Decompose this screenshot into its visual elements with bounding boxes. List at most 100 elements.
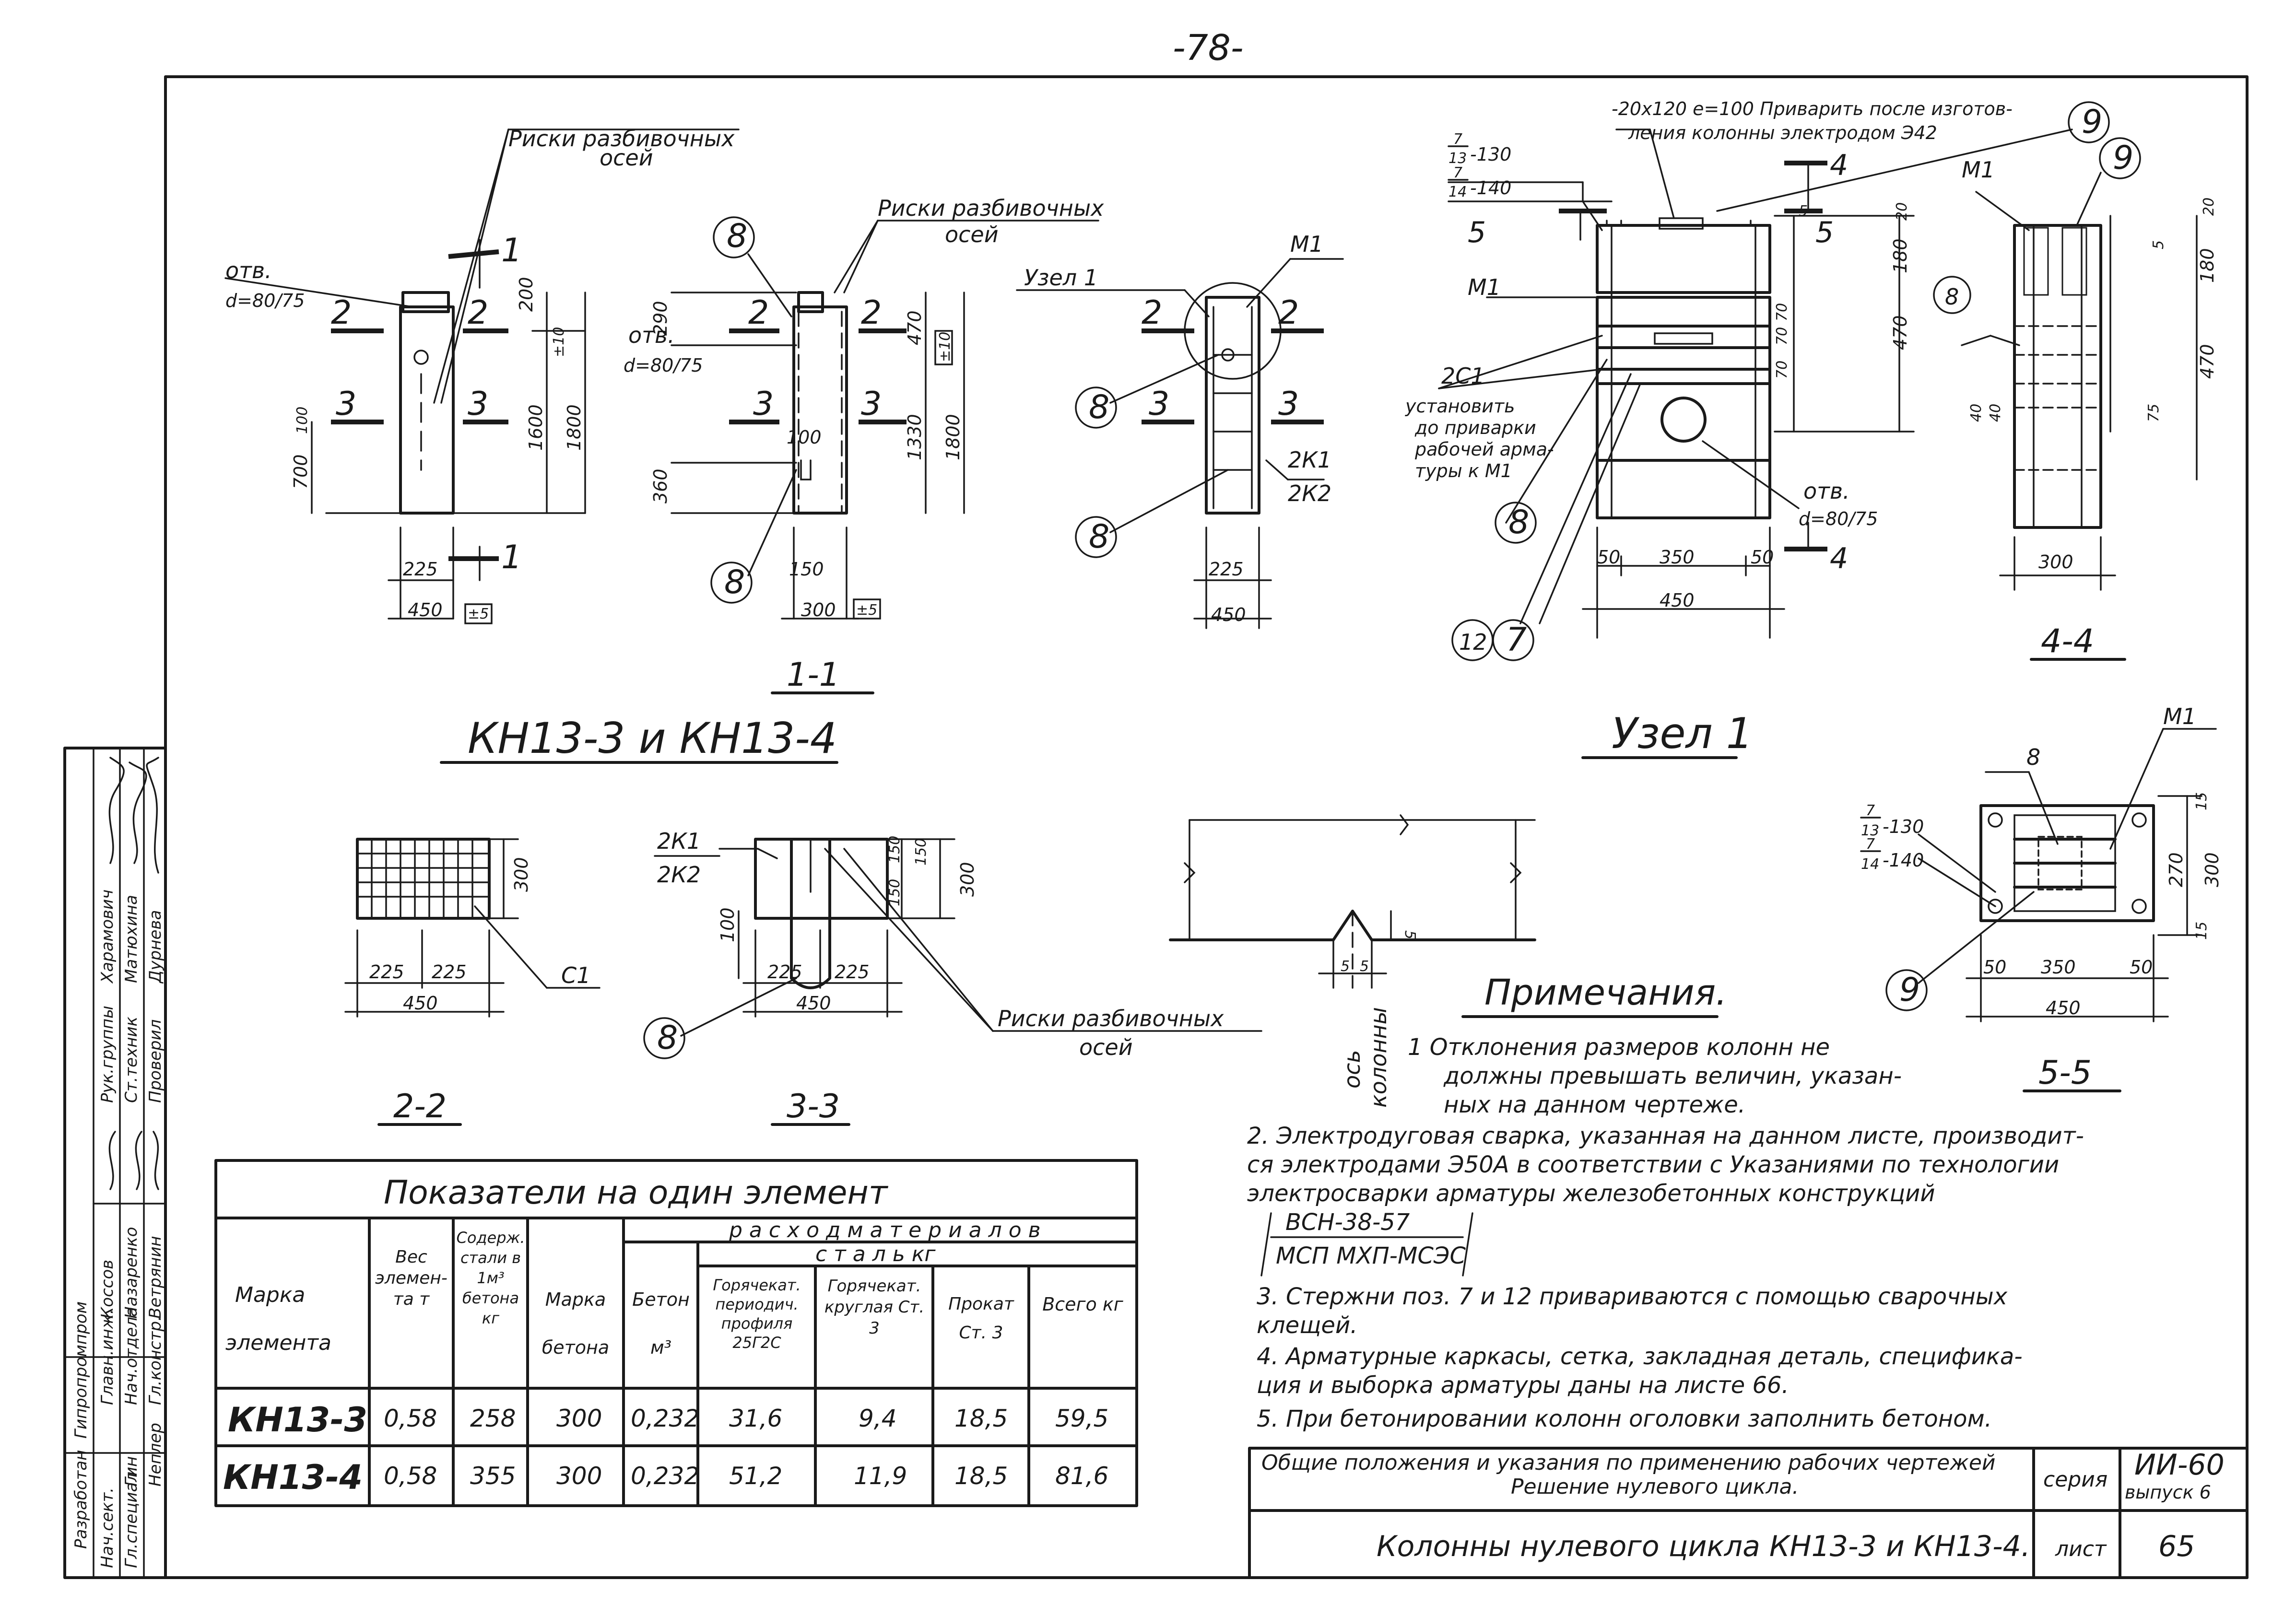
th-hot-round-box: Горячекат. круглая Ст. 3 [824,1276,924,1338]
main-title: КН13-3 и КН13-4 [468,714,837,763]
row1-concrete-mark: 300 [556,1405,602,1432]
row1-hot-periodic: 31,6 [729,1405,782,1432]
frac13-c: 13 [1861,822,1879,839]
stamp-signature-3 [146,757,159,874]
dim-470-a: 470 [904,310,925,345]
install-2: до приварки [1414,417,1536,438]
cut2-n-l: 2 [1142,294,1162,332]
section-1-1-title: 1-1 [787,656,840,694]
frac7-a: 7 [1453,131,1462,148]
frac7-c: 7 [1866,802,1875,819]
m1-label-d: М1 [2163,703,2196,729]
dim-5-a: ±5 [468,606,489,622]
note-fraction-slash-r [1462,1212,1473,1276]
stamp-role-2: Гл.констр. [146,1316,165,1405]
cut-2-right: 2 [468,294,488,332]
note-fraction-top: ВСН-38-57 [1285,1209,1410,1236]
node1-locator-view [1016,258,1344,629]
note-line-6: электросварки арматуры железобетонных ко… [1247,1180,1935,1207]
cut-1-top: 1 [501,232,522,269]
pos8-circle-b [710,562,753,604]
table-title: Показатели на один элемент [384,1174,889,1212]
stamp-role-7: Проверил [146,1019,165,1103]
stamp-name-1: Назаренко [122,1227,141,1319]
stamp-org1: Разработан [71,1450,91,1549]
dim-10-a: ±10 [551,327,567,357]
k1-label-a: 2К1 [1288,447,1331,473]
stamp-role-5: Рук.группы [98,1006,117,1103]
dim-1800-b: 1800 [942,414,964,460]
dim-290: 290 [650,301,671,336]
dim-450-e: 450 [796,993,831,1014]
osey-label-2: осей [945,222,999,247]
dim-40-a: 40 [1968,404,1985,422]
stamp-signature-4 [108,1131,116,1190]
pos9-c: 9 [1899,971,1920,1009]
dim-150-c: 150 [886,879,903,906]
riski-label-2: Риски разбивочных [878,195,1104,221]
dim-300-a: 300 [801,599,836,621]
cut3-n-l: 3 [1149,385,1169,423]
cut2-s11-l: 2 [748,294,769,332]
th-weight-box: Вес элемен- та т [375,1247,447,1309]
stamp-role-4: Гл.специал. [122,1466,141,1568]
dim-150-b: 150 [886,836,903,863]
dim-150-a: 150 [789,559,824,580]
th-steel: с т а л ь кг [815,1242,936,1266]
stamp-signature-2 [129,761,147,864]
notes-heading: Примечания. [1484,972,1727,1013]
pos9-circle-b [2099,137,2141,179]
d-label-3: d=80/75 [1799,508,1878,529]
osey-label-3: осей [1079,1034,1133,1060]
dim-100-a: 100 [294,407,311,434]
pos8-circle-d [1075,516,1117,558]
section-2-2-title: 2-2 [393,1088,447,1125]
note-line-3: ных на данном чертеже. [1444,1091,1745,1118]
riski-label-3: Риски разбивочных [998,1006,1224,1031]
th-weight: Вес элемен- та т [375,1247,447,1309]
th-concrete-mark-box: Марка бетона [542,1289,610,1358]
pos8-circle-f [1933,276,1971,314]
pos8-b: 8 [724,563,745,601]
node1-title: Узел 1 [1612,709,1753,758]
dim-700-a: 700 [290,454,311,489]
dim-40-b: 40 [1987,404,2004,422]
stamp-signature-5 [135,1131,142,1190]
cut-3-right: 3 [468,385,488,423]
tb-sheet-label: лист [2055,1537,2107,1561]
dim-225-f: 225 [835,961,870,983]
page-number: -78- [1173,27,1244,69]
dim-70-b: 70 [1774,327,1790,345]
osey-label-1: осей [600,145,653,171]
pos8-h-label: 8 [2026,744,2040,770]
cut3-n-r: 3 [1278,385,1299,423]
pos7: 7 [1506,621,1527,659]
dim-1330: 1330 [904,414,925,460]
row1-weight: 0,58 [384,1405,437,1432]
pos12: 12 [1459,629,1487,655]
th-concrete-mark: Марка бетона [542,1289,610,1358]
stamp-signature-1 [108,757,125,864]
section-1-1-view [671,220,1099,620]
row2-weight: 0,58 [384,1462,437,1490]
bar130-a: -130 [1470,144,1511,165]
dim-225-c: 225 [369,961,404,983]
k2-label-b: 2К2 [657,862,701,888]
dim-450-f: 450 [2046,997,2081,1019]
dim-180-a: 180 [1890,238,1911,273]
dim-470-c: 470 [2197,344,2218,379]
note-line-11: 5. При бетонировании колонн оголовки зап… [1257,1405,1992,1432]
stamp-name-5: Харамович [98,890,117,984]
stamp-name-2: Ветрянин [146,1236,165,1319]
dim-225-b: 225 [1209,559,1244,580]
install-1: установить [1405,396,1515,417]
dim-350-b: 350 [2041,957,2076,978]
th-steel-per-m3: Содерж. стали в 1м³ бетона кг [456,1229,525,1327]
section-2-2-view [344,838,600,1018]
dim-5-c: 5 [1799,203,1808,220]
cut-1-bottom: 1 [501,539,522,576]
section-3-3-title: 3-3 [787,1088,840,1125]
tb-drawing-name: Колонны нулевого цикла КН13-3 и КН13-4. [1377,1530,2030,1563]
pos8-d: 8 [1089,518,1109,556]
th-total: Всего кг [1042,1294,1123,1315]
